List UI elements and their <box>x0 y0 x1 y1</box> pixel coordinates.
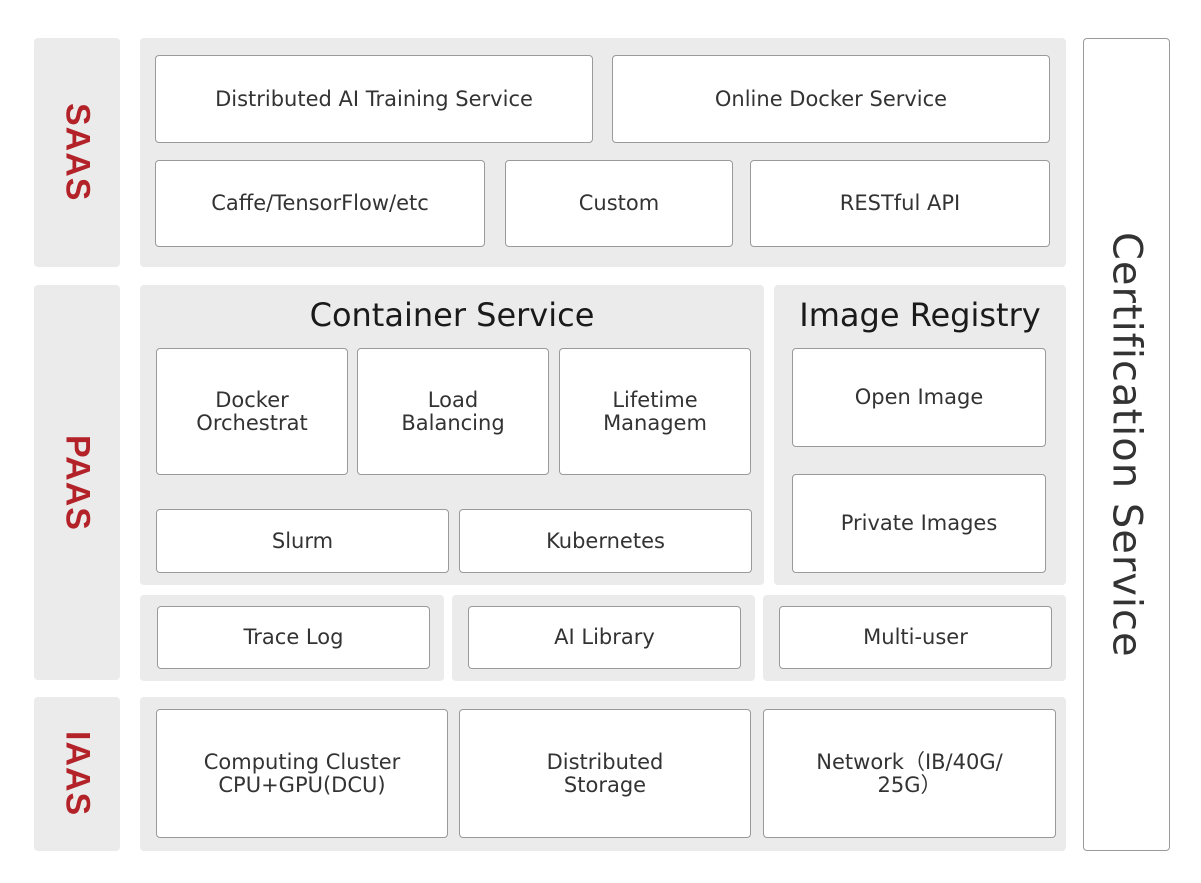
trace-log-box: Trace Log <box>157 606 430 669</box>
distributed-ai-training-label: Distributed AI Training Service <box>215 86 533 111</box>
lifetime-management-label: Lifetime Managem <box>603 388 707 435</box>
certification-service-label: Certification Service <box>1103 231 1150 658</box>
open-image-label: Open Image <box>854 385 984 410</box>
multi-user-box: Multi-user <box>779 606 1052 669</box>
distributed-ai-training-box: Distributed AI Training Service <box>155 55 593 143</box>
kubernetes-box: Kubernetes <box>459 509 752 573</box>
restful-api-label: RESTful API <box>839 191 961 216</box>
online-docker-box: Online Docker Service <box>612 55 1050 143</box>
custom-label: Custom <box>578 191 660 216</box>
load-balancing-box: Load Balancing <box>357 348 549 475</box>
custom-box: Custom <box>505 160 733 247</box>
load-balancing-label: Load Balancing <box>401 388 505 435</box>
lifetime-management-box: Lifetime Managem <box>559 348 751 475</box>
docker-orchestrat-box: Docker Orchestrat <box>156 348 348 475</box>
container-service-title: Container Service <box>309 296 595 334</box>
private-images-label: Private Images <box>840 511 998 536</box>
computing-cluster-box: Computing Cluster CPU+GPU(DCU) <box>156 709 448 838</box>
online-docker-label: Online Docker Service <box>714 86 948 111</box>
caffe-tensorflow-box: Caffe/TensorFlow/etc <box>155 160 485 247</box>
restful-api-box: RESTful API <box>750 160 1050 247</box>
layer-label-iaas: IAAS <box>34 697 120 851</box>
distributed-storage-box: Distributed Storage <box>459 709 751 838</box>
ai-library-box: AI Library <box>468 606 741 669</box>
slurm-box: Slurm <box>156 509 449 573</box>
docker-orchestrat-label: Docker Orchestrat <box>196 388 308 435</box>
certification-service-box: Certification Service <box>1083 38 1170 851</box>
layer-label-paas: PAAS <box>34 285 120 680</box>
computing-cluster-label: Computing Cluster CPU+GPU(DCU) <box>203 750 401 797</box>
caffe-tensorflow-label: Caffe/TensorFlow/etc <box>211 191 429 216</box>
ai-library-label: AI Library <box>554 625 655 650</box>
slurm-label: Slurm <box>271 528 334 553</box>
open-image-box: Open Image <box>792 348 1046 447</box>
multi-user-label: Multi-user <box>863 625 968 650</box>
image-registry-title: Image Registry <box>799 296 1041 334</box>
network-box: Network（IB/40G/ 25G） <box>763 709 1056 838</box>
trace-log-label: Trace Log <box>243 625 344 650</box>
layer-label-saas: SAAS <box>34 38 120 267</box>
distributed-storage-label: Distributed Storage <box>546 750 664 797</box>
network-label: Network（IB/40G/ 25G） <box>816 750 1003 797</box>
kubernetes-label: Kubernetes <box>546 528 665 553</box>
private-images-box: Private Images <box>792 474 1046 573</box>
